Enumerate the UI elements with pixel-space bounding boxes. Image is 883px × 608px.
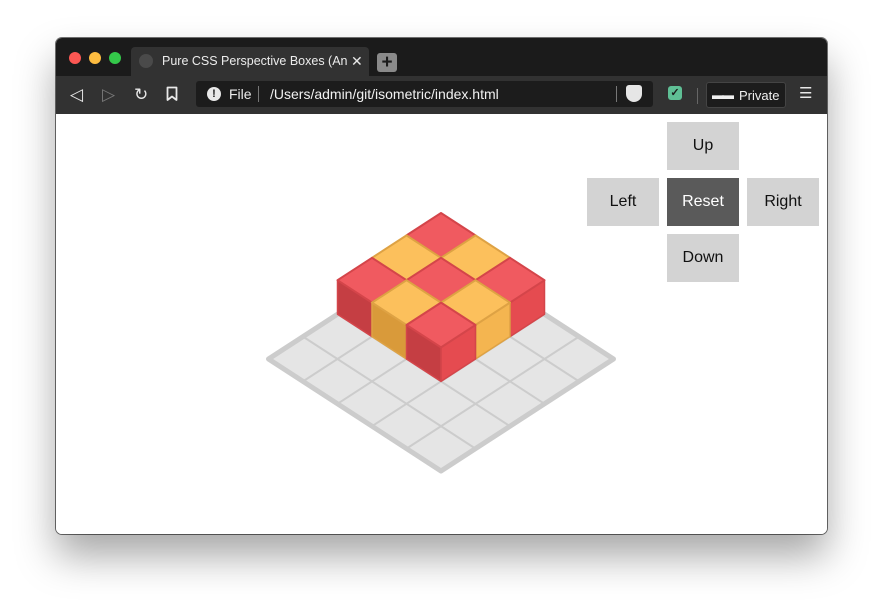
url-scheme-label: File	[229, 86, 252, 102]
close-window-button[interactable]	[69, 52, 81, 64]
browser-toolbar: ◁ ▷ ↻ ! File /Users/admin/git/isometric/…	[56, 76, 827, 115]
isometric-scene	[266, 212, 616, 474]
menu-icon[interactable]: ☰	[799, 85, 813, 102]
info-icon[interactable]: !	[207, 87, 221, 101]
url-divider	[258, 86, 259, 102]
title-bar: Pure CSS Perspective Boxes (An ✕ +	[56, 38, 827, 76]
private-label: Private	[739, 88, 780, 103]
right-button[interactable]: Right	[747, 178, 819, 226]
tab-active[interactable]: Pure CSS Perspective Boxes (An ✕	[131, 47, 369, 76]
url-divider-right	[616, 86, 617, 102]
floor-grid-line	[405, 335, 580, 450]
left-button[interactable]: Left	[587, 178, 659, 226]
glasses-icon: ▬▬	[712, 88, 734, 102]
maximize-window-button[interactable]	[109, 52, 121, 64]
tab-close-icon[interactable]: ✕	[351, 53, 363, 69]
reload-icon[interactable]: ↻	[134, 85, 149, 104]
minimize-window-button[interactable]	[89, 52, 101, 64]
bookmark-icon[interactable]	[166, 86, 178, 107]
tab-favicon-icon	[139, 54, 153, 68]
tab-title: Pure CSS Perspective Boxes (An	[162, 54, 348, 68]
check-extension-icon[interactable]: ✓	[668, 86, 682, 100]
url-text[interactable]: /Users/admin/git/isometric/index.html	[270, 86, 499, 102]
down-button[interactable]: Down	[667, 234, 739, 282]
reset-button[interactable]: Reset	[667, 178, 739, 226]
browser-window: Pure CSS Perspective Boxes (An ✕ + ◁ ▷ ↻…	[56, 38, 827, 534]
address-bar[interactable]: ! File /Users/admin/git/isometric/index.…	[196, 81, 653, 107]
up-button[interactable]: Up	[667, 122, 739, 170]
page-content: Up Left Reset Right Down	[56, 114, 827, 534]
forward-icon[interactable]: ▷	[102, 85, 116, 104]
bookmark-glyph	[166, 86, 178, 101]
new-tab-button[interactable]: +	[377, 53, 397, 72]
private-window-badge[interactable]: ▬▬ Private	[706, 82, 786, 108]
back-icon[interactable]: ◁	[70, 85, 84, 104]
brave-shield-icon[interactable]	[626, 85, 642, 102]
box-top-face	[405, 301, 477, 349]
toolbar-divider	[697, 88, 698, 104]
floor-grid-line	[302, 335, 477, 450]
